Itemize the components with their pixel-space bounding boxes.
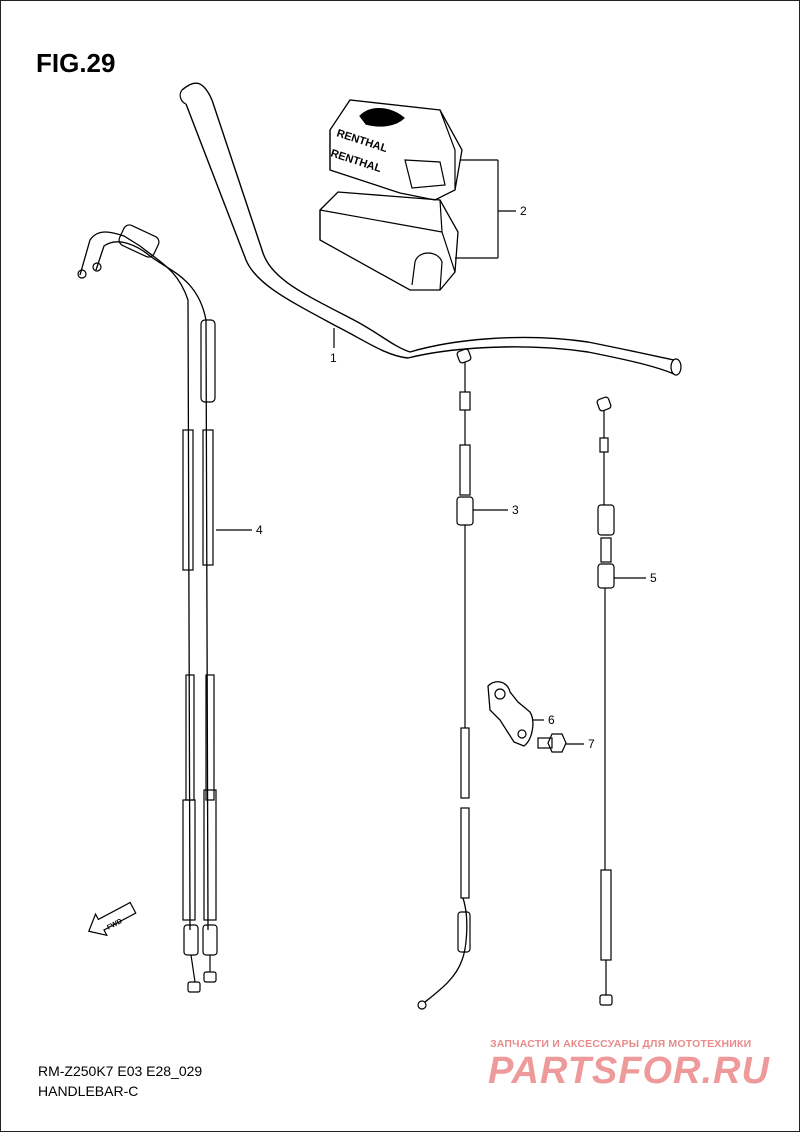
figure-title: FIG.29: [36, 48, 116, 78]
callout-5: 5: [650, 571, 657, 585]
callout-1: 1: [330, 351, 337, 365]
handlebar-part: [179, 82, 682, 376]
bolt-part: [537, 733, 584, 753]
callout-3: 3: [512, 503, 519, 517]
watermark-brand: PARTSFOR.RU: [488, 1050, 770, 1092]
watermark-tagline: ЗАПЧАСТИ И АКСЕССУАРЫ ДЛЯ МОТОТЕХНИКИ: [490, 1038, 752, 1050]
callout-4: 4: [256, 523, 263, 537]
cable-holder-part: [487, 681, 544, 747]
section-name: HANDLEBAR-C: [38, 1083, 139, 1099]
callout-7: 7: [588, 737, 595, 751]
throttle-cable-part: [77, 224, 252, 993]
fwd-label: FWD: [106, 918, 123, 932]
hot-start-cable-part: [596, 396, 646, 1006]
handlebar-pad-part: [319, 99, 516, 291]
callout-6: 6: [548, 713, 555, 727]
fwd-arrow-icon: [87, 901, 137, 937]
model-code: RM-Z250K7 E03 E28_029: [38, 1063, 203, 1079]
callout-2: 2: [520, 204, 527, 218]
clutch-cable-part: [417, 348, 508, 1010]
